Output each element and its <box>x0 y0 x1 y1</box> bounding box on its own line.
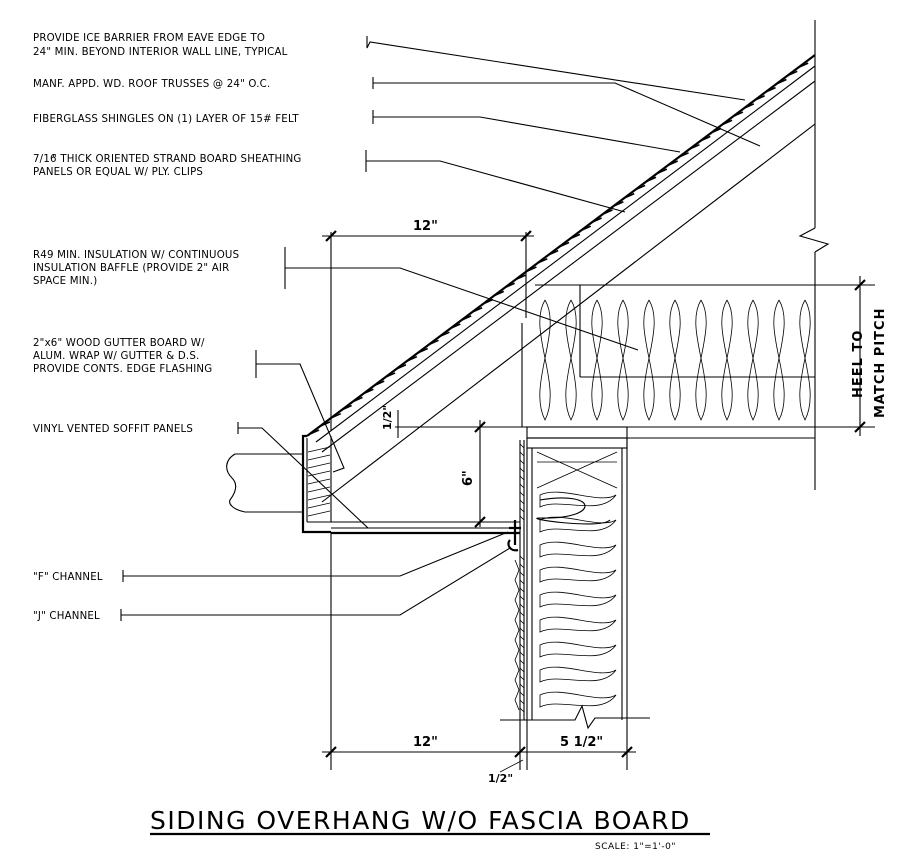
attic-insulation <box>520 284 815 439</box>
callout-insulation-2: INSULATION BAFFLE (PROVIDE 2" AIR <box>33 263 229 274</box>
gutter-profile <box>226 453 302 513</box>
roof-assembly <box>306 54 816 503</box>
callout-osb-2: PANELS OR EQUAL W/ PLY. CLIPS <box>33 167 203 178</box>
callout-ice-barrier-2: 24" MIN. BEYOND INTERIOR WALL LINE, TYPI… <box>33 47 288 58</box>
callout-text: PROVIDE ICE BARRIER FROM EAVE EDGE TO 24… <box>33 33 302 622</box>
callout-osb-fraction: 7/16 <box>33 154 57 165</box>
callout-gutter-1: 2"x6" WOOD GUTTER BOARD W/ <box>33 338 205 349</box>
dim-heel-line1: HEEL TO <box>851 330 866 398</box>
right-break-line <box>798 20 830 490</box>
dim-heel-line2: MATCH PITCH <box>873 308 888 418</box>
callout-j-channel: "J" CHANNEL <box>33 611 100 622</box>
dim-half-inch: 1/2" <box>381 405 394 430</box>
callout-osb-1: " THICK ORIENTED STRAND BOARD SHEATHING <box>52 154 302 165</box>
callout-insulation-3: SPACE MIN.) <box>33 276 97 287</box>
callout-trusses: MANF. APPD. WD. ROOF TRUSSES @ 24" O.C. <box>33 79 270 90</box>
drawing-title: SIDING OVERHANG W/O FASCIA BOARD <box>150 806 691 835</box>
dim-bottom-half: 1/2" <box>488 772 513 785</box>
callout-ice-barrier-1: PROVIDE ICE BARRIER FROM EAVE EDGE TO <box>33 33 265 44</box>
gutter-board <box>226 434 332 534</box>
callout-gutter-2: ALUM. WRAP W/ GUTTER & D.S. <box>33 351 199 362</box>
dimension-lines <box>322 230 875 773</box>
callout-gutter-3: PROVIDE CONTS. EDGE FLASHING <box>33 364 212 375</box>
callout-f-channel: "F" CHANNEL <box>33 572 103 583</box>
dim-bottom-overhang: 12" <box>413 735 438 750</box>
drawing-scale: SCALE: 1"=1'-0" <box>595 842 676 852</box>
soffit-assembly <box>331 520 521 552</box>
leader-lines <box>120 36 761 621</box>
callout-insulation-1: R49 MIN. INSULATION W/ CONTINUOUS <box>33 250 239 261</box>
dim-soffit-drop: 6" <box>461 470 476 486</box>
wall-assembly <box>500 426 650 730</box>
dim-top-overhang: 12" <box>413 219 438 234</box>
dimension-text: 12" 6" 1/2" 12" 1/2" 5 1/2" HEEL TO MATC… <box>381 219 888 785</box>
wall-insulation <box>539 491 617 708</box>
title-block: SIDING OVERHANG W/O FASCIA BOARD SCALE: … <box>150 806 710 852</box>
callout-shingles: FIBERGLASS SHINGLES ON (1) LAYER OF 15# … <box>33 114 299 125</box>
dim-wall-width: 5 1/2" <box>560 735 603 750</box>
attic-batts <box>539 299 811 421</box>
callout-soffit: VINYL VENTED SOFFIT PANELS <box>33 424 193 435</box>
